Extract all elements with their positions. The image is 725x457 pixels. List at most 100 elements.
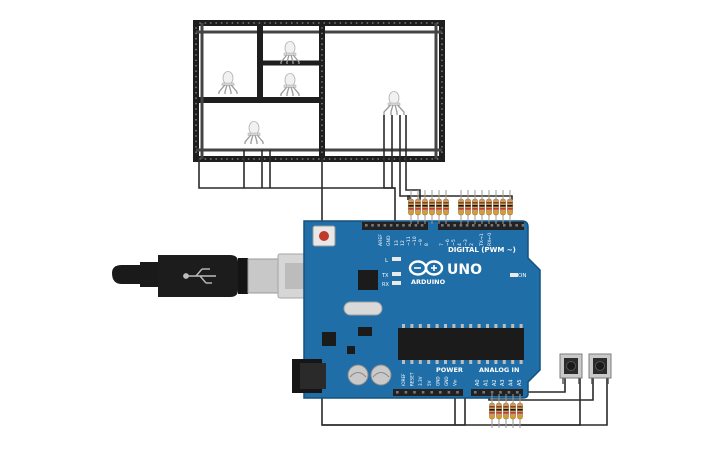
frame-pin-dot [321,113,323,116]
frame-pin-dot [317,22,320,24]
wire-frame-left-gnd [198,159,396,227]
resistor-band [503,412,509,414]
resistor-band [415,202,421,204]
frame-pin-dot [441,102,443,105]
resistor-band [486,205,492,207]
resistor [408,190,414,224]
resistor-band [510,409,516,411]
frame-pin-dot [195,135,197,137]
frame-pin-dot [199,22,201,24]
chip-pin [444,360,447,364]
frame-pin-dot [321,135,323,137]
resistor-band [479,212,485,214]
chip-pin [494,324,498,328]
wire-led5-4 [405,115,421,200]
small-ic [358,327,372,336]
rgb-led-dome [284,41,296,55]
rgb-led-leg [390,104,394,115]
resistor [458,190,464,224]
brand-uno: UNO [447,262,482,278]
chip-pin [486,360,489,364]
pushbutton-2[interactable] [588,353,612,384]
brand-arduino: ARDUINO [411,278,446,286]
frame-pin-dot [441,97,443,100]
rgb-led-rim [387,102,401,106]
frame-pin-dot [258,22,261,24]
analog-pin-label: A2 [492,379,498,386]
chip-pin [435,324,439,328]
frame-pin-dot [195,70,197,73]
resistor-band [517,412,523,414]
resistor [472,190,478,224]
digital-pin-label: ~9 [418,239,424,246]
wire-top-bus [407,195,513,200]
rgb-led-leg [292,86,300,96]
power-label: POWER [436,366,463,374]
digital-pin-label: AREF [378,234,384,246]
resistor [503,394,509,428]
frame-pin-dot [195,91,197,94]
rgb-led-5 [383,91,405,115]
atmega-chip [398,328,524,360]
frame-pin-dot [269,22,272,24]
wires [198,115,608,426]
digital-pin [521,224,525,227]
chip-pin [418,360,422,364]
frame-pin-dot [231,22,234,24]
resistor-band [443,212,449,214]
power-pin-label: RESET [410,372,415,386]
resistor-band [496,409,502,411]
rgb-led-leg [256,134,264,144]
rgb-led-leg [218,84,226,94]
frame-pin-dot [195,75,197,78]
frame-pin-dot [431,158,434,160]
digital-pin [465,224,469,227]
frame-pin-dot [195,102,197,105]
resistor [496,394,502,428]
resistor-band [493,202,499,204]
resistor [415,190,421,224]
frame-pin-dot [307,22,309,24]
resistor-band [429,208,435,210]
resistor-band [517,409,523,411]
rgb-led-dome [388,91,400,105]
frame-pin-dot [361,158,363,160]
analog-pin-label: A1 [483,379,489,386]
resistor-band [486,212,492,214]
frame-pin-dot [321,151,323,154]
digital-pin [365,224,368,227]
resistor-band [429,202,435,204]
frame-pin-dot [321,81,323,83]
frame-pin-dot [441,59,443,62]
frame-pin-dot [441,135,443,137]
reset-button-cap[interactable] [319,231,329,241]
digital-pin [377,224,380,227]
pushbutton-1[interactable] [559,353,583,384]
digital-header-right [438,222,524,230]
resistor-band [408,202,414,204]
frame-pin-dot [321,145,323,148]
frame-pin-dot [195,64,197,67]
frame-pin-dot [220,22,223,24]
chip-pin [486,324,489,328]
power-pin-label: GND [435,376,440,386]
digital-pin [371,224,374,227]
resistor-band [500,205,506,207]
frame-pin-dot [441,129,443,132]
usb-symbol-icon [183,268,216,284]
frame-pin-dot [195,43,197,46]
resistor [436,190,442,224]
resistor-band [503,416,509,418]
frame-pin-dot [339,158,342,160]
frame-pin-dot [377,158,380,160]
digital-label: DIGITAL (PWM ~) [448,246,516,254]
frame-pin-dot [441,32,443,35]
resistor-band [510,412,516,414]
frame-pin-dot [344,22,347,24]
frame-pin-dot [431,22,434,24]
small-component [347,346,355,354]
power-pin [439,391,442,394]
frame-pin-dot [441,151,443,154]
digital-pin-label: 13 [394,240,400,246]
